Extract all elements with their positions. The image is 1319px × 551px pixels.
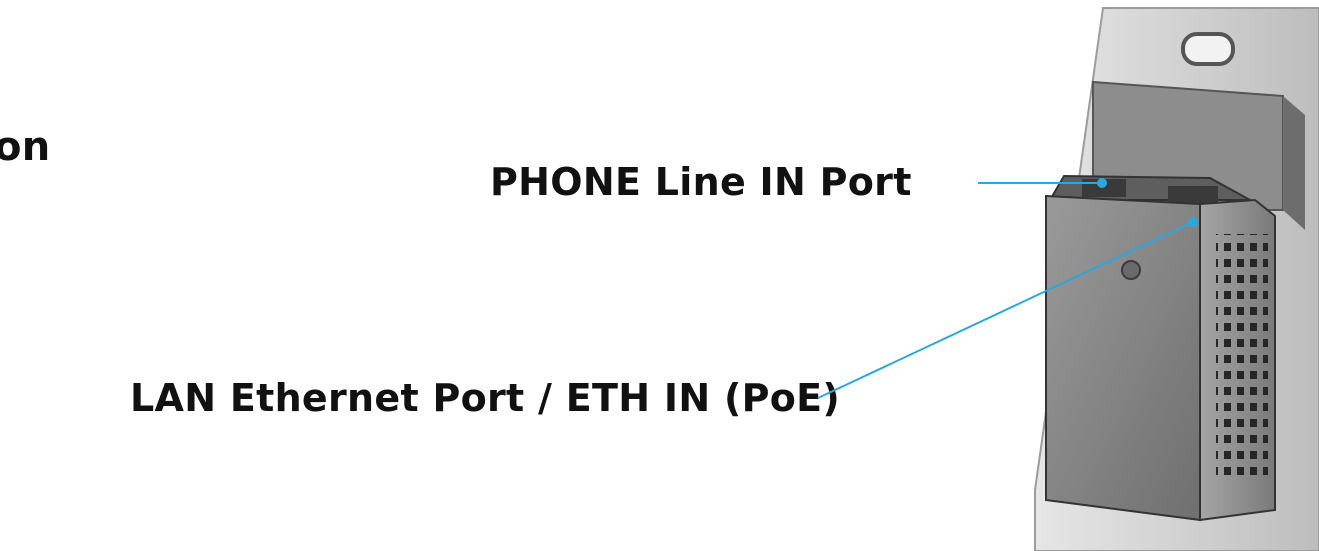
partial-heading-text: on — [0, 124, 51, 170]
screw-icon — [1121, 260, 1141, 280]
vented-side — [1199, 198, 1276, 522]
lan-leader-line — [817, 221, 1194, 399]
leader-lines — [817, 178, 1198, 399]
front-housing — [1045, 194, 1201, 522]
phone-leader-dot — [1097, 178, 1107, 188]
phone-port-label: PHONE Line IN Port — [490, 160, 912, 204]
screw-hole-icon — [1181, 32, 1235, 66]
lan-port-label: LAN Ethernet Port / ETH IN (PoE) — [130, 376, 841, 420]
ethernet-jack-icon — [1168, 186, 1218, 206]
lan-leader-dot — [1188, 217, 1198, 227]
